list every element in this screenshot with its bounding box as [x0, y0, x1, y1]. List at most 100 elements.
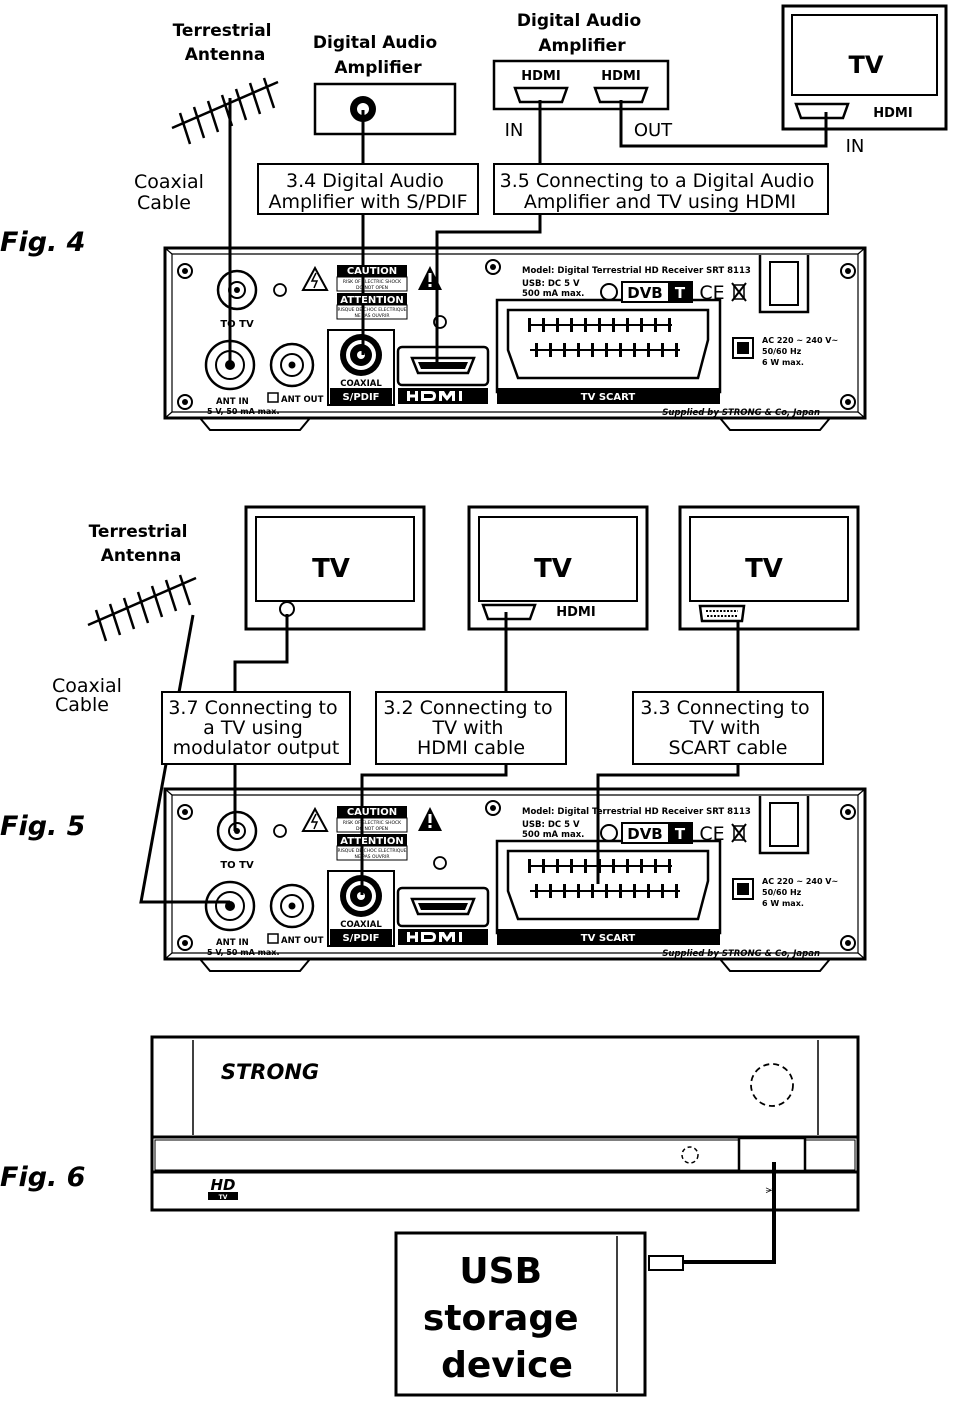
- svg-text:NE PAS OUVRIR: NE PAS OUVRIR: [355, 313, 390, 319]
- tv-2-hdmi-logo: HDMI: [556, 605, 595, 620]
- svg-text:S/PDIF: S/PDIF: [342, 392, 379, 403]
- svg-text:Supplied by STRONG & Co, Japan: Supplied by STRONG & Co, Japan: [662, 408, 820, 418]
- panel-labels-fig4: CAUTION RISK OF ELECTRIC SHOCK DO NOT OP…: [207, 266, 838, 418]
- tv-1-label: TV: [312, 554, 350, 584]
- svg-text:RISQUE DE CHOC ELECTRIQUE: RISQUE DE CHOC ELECTRIQUE: [337, 848, 406, 854]
- tv-in-label: IN: [846, 136, 865, 157]
- svg-text:TV: TV: [219, 1194, 228, 1201]
- section-3-4-box: [257, 163, 479, 215]
- svg-text:500 mA max.: 500 mA max.: [522, 830, 584, 840]
- svg-text:3.7 Connecting to a TV u: 3.7 Connecting to a TV using modulator o…: [168, 697, 343, 759]
- usb-device-line-2: storage: [423, 1298, 579, 1339]
- svg-text:Terrestrial Antenna: Terrestrial Antenna: [89, 522, 194, 566]
- section-3-4-line-1: 3.4 Digital Audio: [286, 170, 444, 192]
- hdmi-port-icon: [794, 102, 850, 120]
- fig4-label: Fig. 4: [0, 227, 85, 258]
- amplifier-1-box: [313, 82, 457, 136]
- svg-text:CAUTION: CAUTION: [347, 807, 397, 818]
- svg-text:RISQUE DE CHOC ELECTRIQUE: RISQUE DE CHOC ELECTRIQUE: [337, 307, 406, 313]
- amp2-label-2: Amplifier: [538, 36, 626, 56]
- amp2-in-label: IN: [505, 120, 524, 141]
- tv-label: TV: [849, 51, 884, 79]
- fig5-antenna-label-1: Terrestrial: [89, 522, 188, 542]
- caution-label: CAUTION: [347, 266, 397, 277]
- fig5-label: Fig. 5: [0, 811, 85, 842]
- svg-text:500 mA max.: 500 mA max.: [522, 289, 584, 299]
- section-3-2-box: [375, 691, 567, 765]
- svg-text:Terrestrial Antenna: Terrestrial Antenna: [173, 21, 278, 65]
- section-3-5-line-2: Amplifier and TV using HDMI: [524, 191, 796, 213]
- svg-text:50/60 Hz: 50/60 Hz: [762, 347, 802, 356]
- section-3-3-box: [632, 691, 824, 765]
- figure-5: Fig. 5 Terrestrial Antenna Coaxial Cable…: [0, 505, 867, 973]
- antenna-label-1: Terrestrial: [173, 21, 272, 41]
- fig6-label: Fig. 6: [0, 1162, 85, 1193]
- svg-text:USB: DC 5 V: USB: DC 5 V: [522, 820, 580, 830]
- svg-text:AC 220 ~ 240 V~: AC 220 ~ 240 V~: [762, 336, 838, 345]
- tv-hdmi: [467, 505, 649, 631]
- svg-text:NE PAS OUVRIR: NE PAS OUVRIR: [355, 854, 390, 860]
- antenna-icon: [87, 574, 197, 642]
- usb-cable: [680, 1162, 776, 1264]
- figure-6: Fig. 6 STRONG HD TV ⭃ USB storage device: [0, 1035, 860, 1397]
- coax-label-2: Cable: [137, 192, 191, 214]
- antenna-label-2: Antenna: [185, 45, 266, 65]
- antenna-icon: [171, 77, 279, 145]
- hdmi-port-icon: [593, 86, 649, 104]
- svg-text:50/60 Hz: 50/60 Hz: [762, 888, 802, 897]
- fig5-antenna-label-2: Antenna: [101, 546, 182, 566]
- amp2-hdmi-logo-out: HDMI: [601, 69, 640, 84]
- usb-icon: ⭃: [766, 1183, 775, 1196]
- usb-plug-icon: [648, 1255, 684, 1271]
- svg-text:S/PDIF: S/PDIF: [342, 933, 379, 944]
- amp2-label-1: Digital Audio: [517, 11, 641, 31]
- svg-text:Model: Digital Terrestrial HD: Model: Digital Terrestrial HD Receiver S…: [522, 807, 751, 817]
- dvb-logo: DVB: [627, 284, 663, 302]
- amp2-out-label: OUT: [634, 120, 673, 141]
- svg-text:TO TV: TO TV: [220, 860, 254, 871]
- fig5-coax-label-2: Cable: [55, 694, 109, 716]
- ir-sensor-icon: [750, 1063, 794, 1107]
- svg-text:USB: DC 5 V: USB: DC 5 V: [522, 279, 580, 289]
- svg-text:ANT OUT: ANT OUT: [281, 395, 324, 405]
- svg-text:CE: CE: [699, 823, 724, 845]
- svg-text:DO NOT OPEN: DO NOT OPEN: [356, 285, 388, 291]
- svg-text:5 V, 50 mA max.: 5 V, 50 mA max.: [207, 948, 280, 957]
- section-3-5-line-1: 3.5 Connecting to a Digital Audio: [500, 170, 815, 192]
- hdmi-port-icon: [513, 86, 569, 104]
- svg-text:3.3 Connecting to TV wit: 3.3 Connecting to TV with SCART cable: [640, 697, 815, 759]
- svg-text:Digital Audio Amplifier: Digital Audio Amplifier: [517, 11, 647, 56]
- panel-labels-fig5: CAUTION RISK OF ELECTRIC SHOCK DO NOT OP…: [207, 807, 838, 959]
- svg-text:TO TV: TO TV: [220, 319, 254, 330]
- led-indicator-icon: [681, 1146, 699, 1164]
- svg-text:3.2 Connecting to TV wit: 3.2 Connecting to TV with HDMI cable: [383, 697, 558, 759]
- attention-label: ATTENTION: [340, 295, 403, 306]
- strong-logo: STRONG: [221, 1060, 319, 1084]
- svg-text:AC 220 ~ 240 V~: AC 220 ~ 240 V~: [762, 877, 838, 886]
- amp2-hdmi-logo-in: HDMI: [521, 69, 560, 84]
- svg-text:COAXIAL: COAXIAL: [340, 379, 382, 389]
- svg-text:6 W max.: 6 W max.: [762, 358, 804, 367]
- svg-text:ANT IN: ANT IN: [216, 938, 249, 948]
- usb-device-line-3: device: [441, 1345, 573, 1386]
- tv-hdmi-logo: HDMI: [873, 106, 912, 121]
- section-3-5-box: [493, 163, 829, 215]
- svg-text:ANT OUT: ANT OUT: [281, 936, 324, 946]
- svg-text:COAXIAL: COAXIAL: [340, 920, 382, 930]
- svg-text:Coaxial Cable: Coaxial Cable: [134, 171, 210, 214]
- svg-text:T: T: [675, 284, 686, 302]
- ce-mark: CE: [699, 282, 724, 304]
- svg-text:TV SCART: TV SCART: [581, 933, 636, 944]
- cables: [228, 98, 828, 366]
- svg-text:TV SCART: TV SCART: [581, 392, 636, 403]
- svg-text:RISK OF ELECTRIC SHOCK: RISK OF ELECTRIC SHOCK: [343, 820, 402, 826]
- amp1-label-1: Digital Audio: [313, 33, 437, 53]
- svg-text:Digital Audio Amplifier: Digital Audio Amplifier: [313, 33, 443, 78]
- model-label: Model: Digital Terrestrial HD Receiver S…: [522, 266, 751, 276]
- svg-text:3.4 Digital Audio Amplif: 3.4 Digital Audio Amplifier with S/PDIF: [268, 170, 467, 213]
- svg-text:Coaxial Cable: Coaxial Cable: [52, 675, 128, 716]
- svg-text:ATTENTION: ATTENTION: [340, 836, 403, 847]
- receiver-rear-panel: [163, 787, 867, 973]
- svg-text:DVB: DVB: [627, 825, 663, 843]
